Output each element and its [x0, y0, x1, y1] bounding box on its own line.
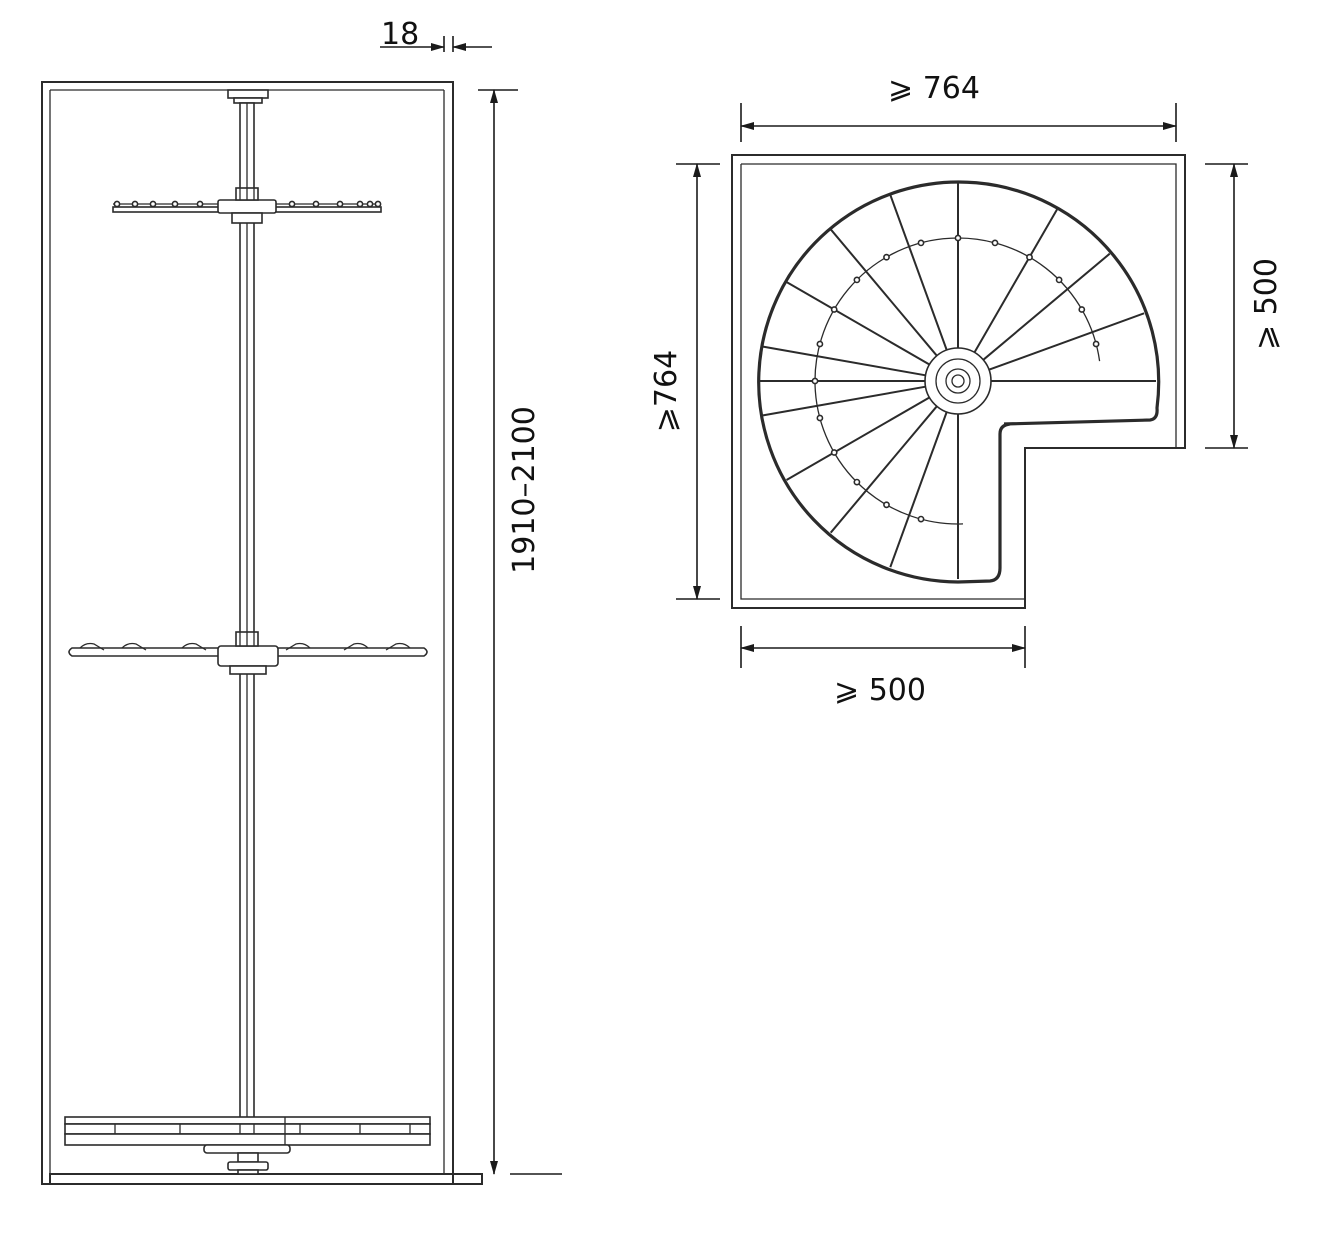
- dim-right-depth-label: ⩾ 500: [1249, 258, 1284, 350]
- middle-tray-hook: [343, 642, 369, 651]
- dim-height: 1910–2100: [478, 89, 562, 1175]
- tray-spoke: [829, 228, 938, 357]
- upper-tray-peg: [336, 200, 344, 208]
- cabinet-outline: [731, 154, 1186, 609]
- side-view: 18 1910–2100: [41, 17, 562, 1185]
- tray-peg: [830, 449, 838, 456]
- dim-panel-thickness: 18: [380, 17, 492, 52]
- middle-tray-hook: [121, 642, 147, 651]
- upper-tray-peg: [113, 200, 121, 208]
- tray-spoke: [889, 194, 948, 351]
- upper-tray-peg: [196, 200, 204, 208]
- tray-peg: [883, 501, 890, 509]
- tray-peg: [853, 478, 861, 486]
- tray-spoke: [889, 411, 948, 568]
- hub-core: [951, 374, 965, 388]
- tray-spoke: [973, 209, 1058, 353]
- tray-peg: [1092, 340, 1100, 348]
- dim-bottom-width: ⩾ 500: [740, 626, 1026, 708]
- upper-tray-peg: [171, 200, 179, 208]
- cabinet-frame: [41, 81, 483, 1185]
- upper-tray-peg: [356, 200, 364, 208]
- tray-peg: [991, 239, 999, 247]
- hub-middle: [935, 358, 981, 404]
- peg-ring: [814, 237, 1101, 525]
- dim-panel-thickness-label: 18: [381, 17, 419, 52]
- upper-tray-peg: [366, 200, 374, 208]
- upper-tray-peg: [374, 200, 382, 208]
- dim-top-width: ⩾ 764: [740, 71, 1177, 142]
- dim-top-width-label: ⩾ 764: [888, 71, 980, 106]
- dim-height-label: 1910–2100: [507, 406, 542, 574]
- dim-left-depth-label: ⩾764: [649, 350, 684, 432]
- central-pole: [227, 89, 269, 1149]
- middle-tray-hook: [285, 642, 311, 651]
- upper-tray: [112, 187, 382, 224]
- tray-spoke: [988, 312, 1145, 371]
- tray-peg: [917, 515, 925, 523]
- middle-tray-hook: [385, 642, 411, 651]
- top-view: ⩾ 764 ⩾764 ⩾ 500 ⩾ 500: [649, 71, 1284, 708]
- upper-tray-peg: [149, 200, 157, 208]
- tray-peg: [954, 234, 962, 242]
- tray-spoke: [982, 252, 1111, 361]
- upper-tray-peg: [288, 200, 296, 208]
- tray-peg: [917, 239, 925, 247]
- tray-peg: [1055, 276, 1063, 284]
- tray-peg: [1026, 253, 1033, 261]
- dim-right-depth: ⩾ 500: [1205, 163, 1284, 449]
- tray-spoke: [762, 345, 926, 377]
- hub-outer: [924, 347, 992, 415]
- tray-peg: [883, 253, 890, 261]
- tray-spoke: [786, 281, 930, 366]
- dim-bottom-width-label: ⩾ 500: [834, 673, 926, 708]
- carousel-tray: [757, 180, 1161, 584]
- base-pivot: [203, 1144, 291, 1175]
- bottom-tray: [64, 1116, 431, 1146]
- tray-peg: [830, 306, 838, 313]
- dim-left-depth: ⩾764: [649, 163, 720, 600]
- hub-inner: [945, 368, 971, 394]
- tray-rim: [757, 180, 1161, 584]
- tray-spoke: [829, 405, 938, 534]
- tray-peg: [811, 377, 819, 385]
- middle-tray-hook: [79, 642, 105, 651]
- upper-tray-peg: [131, 200, 139, 208]
- tray-spoke: [762, 385, 926, 417]
- tray-spoke: [786, 396, 930, 481]
- tray-peg: [1078, 306, 1086, 313]
- tray-peg: [816, 414, 824, 422]
- tray-peg: [853, 276, 861, 284]
- middle-tray-hook: [181, 642, 207, 651]
- middle-tray: [68, 631, 428, 675]
- upper-tray-peg: [312, 200, 320, 208]
- tray-peg: [816, 340, 824, 348]
